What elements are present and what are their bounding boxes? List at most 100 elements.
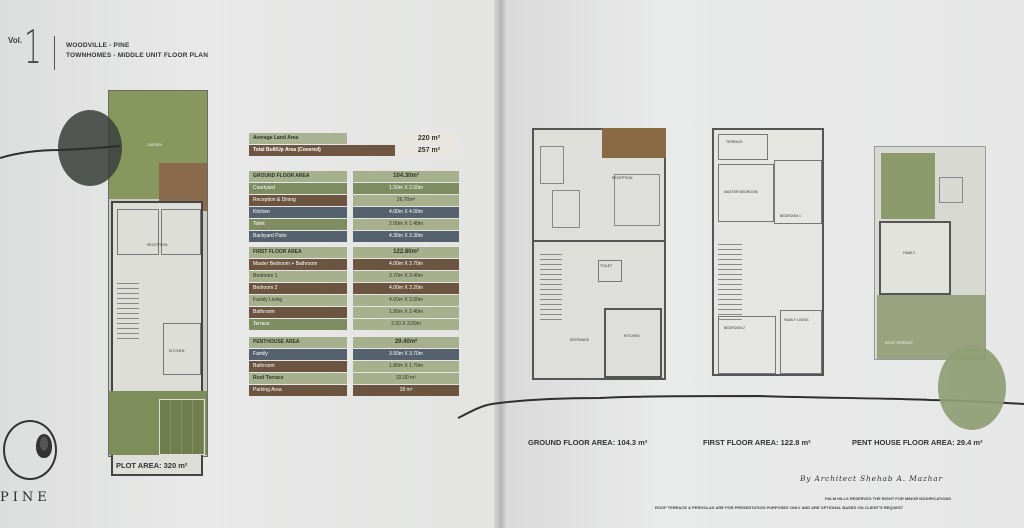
- ground-label-reception: RECEPTION: [612, 176, 633, 180]
- row-label: Toilet: [249, 219, 347, 230]
- ground-toilet-room: [598, 260, 622, 282]
- table-row: Toilet 2.00m X 1.40m: [249, 219, 459, 230]
- plot-plan: RECEPTION KITCHEN GARDEN: [108, 90, 208, 476]
- pine-cone-icon: [36, 434, 52, 458]
- row-value: 4.00m X 3.00m: [353, 295, 459, 306]
- first-title: FIRST FLOOR AREA: [249, 247, 347, 258]
- vol-number: 1: [24, 20, 42, 74]
- penthouse-floor-label: PENT HOUSE FLOOR AREA: 29.4 m²: [852, 438, 983, 447]
- table-row: Roof Terrace 32.00 m²: [249, 373, 459, 384]
- pine-logo-ring: [3, 420, 57, 480]
- project-title: WOODVILLE - PINE: [66, 42, 130, 49]
- penthouse-garden: [881, 153, 935, 219]
- row-label: Reception & Dining: [249, 195, 347, 206]
- first-master-room: [718, 164, 774, 222]
- row-value: 1.90m X 2.40m: [353, 307, 459, 318]
- row-value: 32.00 m²: [353, 373, 459, 384]
- ground-deck: [602, 128, 666, 158]
- total-builtup-value: 257 m²: [399, 145, 459, 156]
- penthouse-label-terrace: ROOF TERRACE: [885, 341, 913, 345]
- ground-kitchen-room: [604, 308, 662, 378]
- ground-floor-plan: RECEPTION KITCHEN ENTRANCE TOILET: [532, 128, 666, 380]
- row-value: 18 m²: [353, 385, 459, 396]
- first-total: 122.80m²: [353, 247, 459, 258]
- table-row: Courtyard 1.50m X 2.00m: [249, 183, 459, 194]
- penthouse-title: PENTHOUSE AREA: [249, 337, 347, 348]
- table-row: Family 3.50m X 3.70m: [249, 349, 459, 360]
- first-floor-plan: MASTER BEDROOM BEDROOM 1 BEDROOM 2 FAMIL…: [712, 128, 824, 376]
- ground-header-row: GROUND FLOOR AREA 104.30m²: [249, 171, 459, 182]
- penthouse-header-row: PENTHOUSE AREA 29.40m²: [249, 337, 459, 348]
- row-value: 4.00m X 3.20m: [353, 283, 459, 294]
- row-label: Bathroom: [249, 307, 347, 318]
- first-bedroom2-room: [718, 316, 776, 374]
- ground-stairs: [540, 250, 562, 320]
- row-label: Bedroom 2: [249, 283, 347, 294]
- ground-label-toilet: TOILET: [600, 264, 613, 268]
- table-row: Bathroom 1.90m X 2.40m: [249, 307, 459, 318]
- row-label: Courtyard: [249, 183, 347, 194]
- first-label-bedroom2: BEDROOM 2: [724, 326, 746, 330]
- architect-credit: By Architect Shehab A. Mazhar: [800, 474, 943, 483]
- header-divider: [54, 36, 55, 70]
- penthouse-family-room: [879, 221, 951, 295]
- ground-label-entrance: ENTRANCE: [570, 338, 590, 342]
- row-label: Family: [249, 349, 347, 360]
- plot-label-garden: GARDEN: [147, 143, 162, 147]
- table-row: Bedroom 1 3.70m X 3.40m: [249, 271, 459, 282]
- row-label: Master Bedroom + Bathroom: [249, 259, 347, 270]
- table-row: Backyard Patio 4.30m X 3.30m: [249, 231, 459, 242]
- disclaimer-note: PALM HILLS RESERVES THE RIGHT FOR MINOR …: [825, 496, 952, 501]
- first-label-master: MASTER BEDROOM: [724, 190, 758, 194]
- row-value: 1.80m X 1.70m: [353, 361, 459, 372]
- row-value: 3.50m X 3.70m: [353, 349, 459, 360]
- ground-floor-label: GROUND FLOOR AREA: 104.3 m²: [528, 438, 648, 447]
- row-value: 4.30m X 3.30m: [353, 231, 459, 242]
- penthouse-total: 29.40m²: [353, 337, 459, 348]
- total-builtup-row: Total BuiltUp Area (Covered) 257 m²: [249, 145, 459, 156]
- total-builtup-label: Total BuiltUp Area (Covered): [249, 145, 395, 156]
- plot-stairs: [117, 279, 139, 339]
- tree-icon: [938, 345, 1006, 430]
- plot-parking: [159, 399, 205, 455]
- plot-room-kitchen: [163, 323, 201, 375]
- first-bedroom1-room: [774, 160, 822, 224]
- first-label-bedroom1: BEDROOM 1: [780, 214, 802, 218]
- first-floor-label: FIRST FLOOR AREA: 122.8 m²: [703, 438, 811, 447]
- ground-wall: [534, 240, 666, 242]
- first-label-terrace: TERRACE: [726, 140, 743, 144]
- average-land-label: Average Land Area: [249, 133, 347, 144]
- row-label: Parking Area: [249, 385, 347, 396]
- row-label: Kitchen: [249, 207, 347, 218]
- ground-lounge: [614, 174, 660, 226]
- ground-sofa: [540, 146, 564, 184]
- row-value: 3.70m X 3.40m: [353, 271, 459, 282]
- first-label-family: FAMILY LIVING: [784, 318, 809, 322]
- table-row: Parking Area 18 m²: [249, 385, 459, 396]
- penthouse-lounger: [939, 177, 963, 203]
- table-row: Master Bedroom + Bathroom 4.00m X 3.70m: [249, 259, 459, 270]
- penthouse-floor-plan: FAMILY ROOF TERRACE: [874, 146, 986, 360]
- row-value: 2.00m X 1.40m: [353, 219, 459, 230]
- ground-dining-table: [552, 190, 580, 228]
- brand-name: PINE: [0, 490, 51, 505]
- table-row: Reception & Dining 26.70m²: [249, 195, 459, 206]
- ground-total: 104.30m²: [353, 171, 459, 182]
- table-row: Family Living 4.00m X 3.00m: [249, 295, 459, 306]
- first-balcony: [718, 134, 768, 160]
- average-land-value: 220 m²: [399, 133, 459, 144]
- project-subtitle: TOWNHOMES - MIDDLE UNIT FLOOR PLAN: [66, 52, 209, 59]
- vol-label: Vol.: [8, 36, 23, 45]
- row-label: Backyard Patio: [249, 231, 347, 242]
- row-label: Roof Terrace: [249, 373, 347, 384]
- first-header-row: FIRST FLOOR AREA 122.80m²: [249, 247, 459, 258]
- average-land-row: Average Land Area 220 m²: [249, 133, 459, 144]
- table-row: Kitchen 4.00m X 4.00m: [249, 207, 459, 218]
- row-value: 4.00m X 4.00m: [353, 207, 459, 218]
- row-value: 26.70m²: [353, 195, 459, 206]
- first-stairs: [718, 240, 742, 320]
- plot-label-reception: RECEPTION: [147, 243, 168, 247]
- disclaimer-note: ROOF TERRACE & PERGOLAS ARE FOR PRESENTA…: [655, 505, 904, 510]
- row-value: 3.30 X 3.60m: [353, 319, 459, 330]
